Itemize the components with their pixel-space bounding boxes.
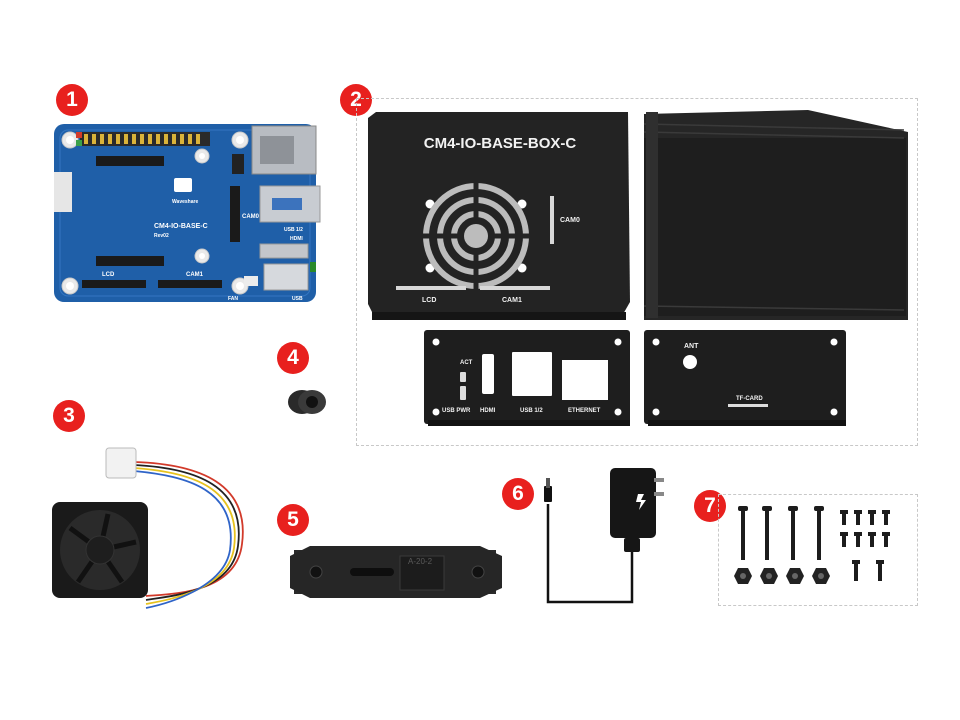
case-top-image: CM4-IO-BASE-BOX-C CAM0 LCD CAM1 (368, 112, 630, 320)
panel-hdmi-label: HDMI (480, 408, 496, 414)
case-cam0-label: CAM0 (560, 217, 580, 224)
board-usb12-label: USB 1/2 (284, 227, 303, 233)
board-brand: Waveshare (172, 199, 198, 205)
board-cam1-label: CAM1 (186, 272, 204, 278)
panel-tf-card-label: TF-CARD (736, 396, 763, 402)
badge-5: 5 (277, 504, 309, 536)
screws-group-frame (718, 494, 918, 606)
badge-1: 1 (56, 84, 88, 116)
panel-ethernet-label: ETHERNET (568, 408, 601, 414)
case-title: CM4-IO-BASE-BOX-C (424, 135, 577, 152)
case-lcd-label: LCD (422, 297, 436, 304)
board-cam0-label: CAM0 (242, 214, 260, 220)
board-title: CM4-IO-BASE-C (154, 223, 208, 230)
case-group-frame (356, 98, 918, 446)
panel-ant-label: ANT (684, 343, 699, 350)
board-usb-label: USB (292, 296, 303, 302)
panel-act-label: ACT (460, 360, 473, 366)
din-rail-mount-image: A-20-2 (290, 546, 502, 598)
badge-4: 4 (277, 342, 309, 374)
board-rev: Rev02 (154, 233, 169, 239)
screws-and-nuts-image (734, 506, 890, 584)
board-lcd-label: LCD (102, 272, 115, 278)
case-back-panel-image: ANT TF-CARD (644, 330, 846, 426)
fan-image (52, 447, 244, 609)
io-board-image: Waveshare CM4-IO-BASE-C Rev02 CAM0 LCD C… (54, 124, 321, 302)
badge-6: 6 (502, 478, 534, 510)
board-hdmi-label: HDMI (290, 236, 303, 242)
rubber-grommet-image (288, 390, 326, 414)
badge-3: 3 (53, 400, 85, 432)
panel-usb-pwr-label: USB PWR (442, 408, 471, 414)
board-fan-label: FAN (228, 296, 238, 302)
case-cam1-label: CAM1 (502, 297, 522, 304)
panel-usb12-label: USB 1/2 (520, 408, 543, 414)
badge-7: 7 (694, 490, 726, 522)
case-bottom-image (643, 110, 908, 320)
case-front-panel-image: ACT USB PWR HDMI USB 1/2 ETHERNET (424, 330, 630, 426)
mount-marking: A-20-2 (408, 557, 433, 566)
power-adapter-image (544, 468, 664, 604)
